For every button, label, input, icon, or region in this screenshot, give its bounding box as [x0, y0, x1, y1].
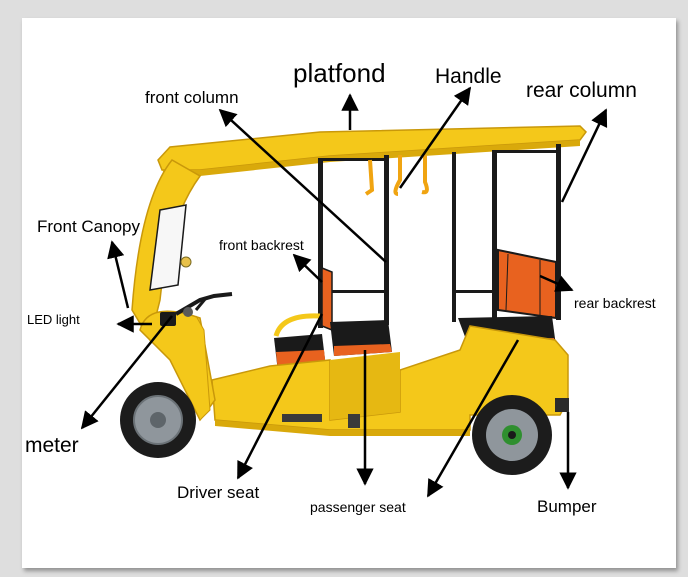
label-rear-column: rear column — [526, 79, 637, 102]
arrow-meter — [80, 315, 173, 430]
arrow-front-backrest — [292, 253, 323, 283]
rear-column-right — [556, 144, 561, 320]
rear-backrest-panel — [497, 248, 557, 320]
front-column-right — [384, 155, 389, 325]
arrow-driver-seat — [236, 313, 324, 480]
tricycle-illustration — [120, 125, 587, 475]
label-meter: meter — [25, 434, 79, 457]
arrow-front-column — [218, 108, 387, 263]
arrow-rear-column — [560, 108, 608, 203]
label-front-backrest: front backrest — [219, 237, 304, 253]
label-rear-backrest: rear backrest — [574, 295, 656, 311]
label-platfond: platfond — [293, 58, 386, 88]
front-column-left — [318, 158, 323, 328]
arrow-handle — [398, 86, 472, 189]
label-bumper: Bumper — [537, 497, 597, 516]
arrow-rear-backrest — [539, 274, 574, 292]
arrow-front-canopy — [107, 240, 130, 309]
label-front-column: front column — [145, 88, 239, 107]
rear-column-left — [492, 150, 497, 320]
callout-labels: platfond Handle front column rear column… — [25, 58, 656, 516]
front-backrest-panel — [321, 266, 333, 332]
callout-arrows — [80, 86, 608, 498]
label-front-canopy: Front Canopy — [37, 217, 140, 236]
rear-wheel — [472, 395, 552, 475]
label-passenger-seat: passenger seat — [310, 499, 406, 515]
front-wheel — [120, 382, 196, 458]
label-handle: Handle — [435, 65, 502, 88]
label-led-light: LED light — [27, 312, 80, 327]
arrow-passenger-seat-rear — [426, 339, 520, 498]
hanging-handle — [364, 159, 375, 196]
label-driver-seat: Driver seat — [177, 483, 259, 502]
